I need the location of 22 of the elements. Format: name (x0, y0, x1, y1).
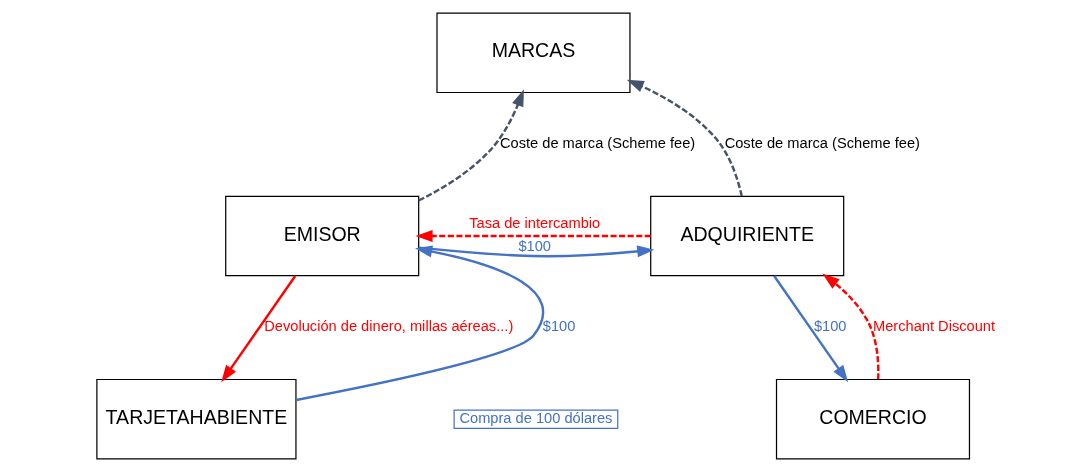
node-box: MARCAS (436, 12, 631, 94)
edge-label: Devolución de dinero, millas aéreas...) (264, 318, 514, 335)
node-box: Compra de 100 dólares (453, 409, 619, 429)
arrow (418, 89, 524, 202)
node-box: ADQUIRIENTE (650, 195, 845, 277)
edge-label: Coste de marca (Scheme fee) (499, 135, 696, 152)
edge-label: Merchant Discount (873, 318, 996, 335)
edge-label: $100 (542, 318, 576, 335)
edge-label: Coste de marca (Scheme fee) (724, 135, 920, 152)
arrow (418, 245, 655, 258)
arrow (822, 273, 880, 380)
arrow (773, 275, 849, 383)
edge-label: $100 (518, 238, 551, 255)
node-box: EMISOR (225, 195, 420, 277)
node-box: COMERCIO (775, 378, 971, 460)
arrow (626, 79, 743, 197)
edge-label: Tasa de intercambio (469, 215, 601, 232)
arrow (296, 245, 545, 402)
arrow (221, 275, 297, 383)
node-box: TARJETAHABIENTE (96, 378, 297, 460)
arrow (415, 230, 651, 242)
edge-label: $100 (813, 318, 847, 335)
